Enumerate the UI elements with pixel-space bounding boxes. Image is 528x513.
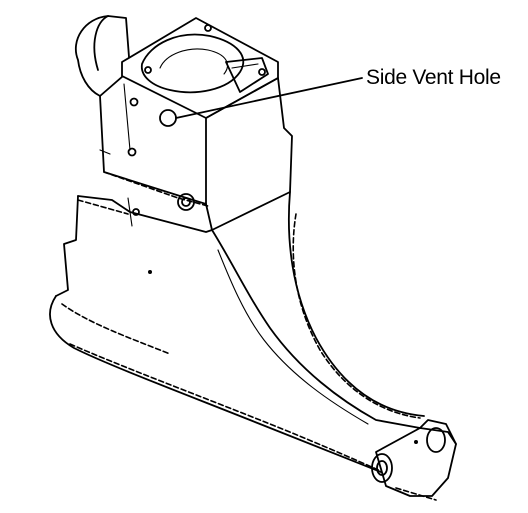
- lower-gear-housing: [371, 419, 457, 501]
- lower-skeg: [49, 191, 425, 479]
- mid-section: [55, 195, 213, 297]
- callout-leader-line: [175, 77, 363, 119]
- side-vent-hole-label: Side Vent Hole: [366, 66, 501, 89]
- upper-cylinder: [75, 15, 131, 97]
- side-vent-hole: [159, 109, 177, 127]
- top-flange: [121, 17, 279, 119]
